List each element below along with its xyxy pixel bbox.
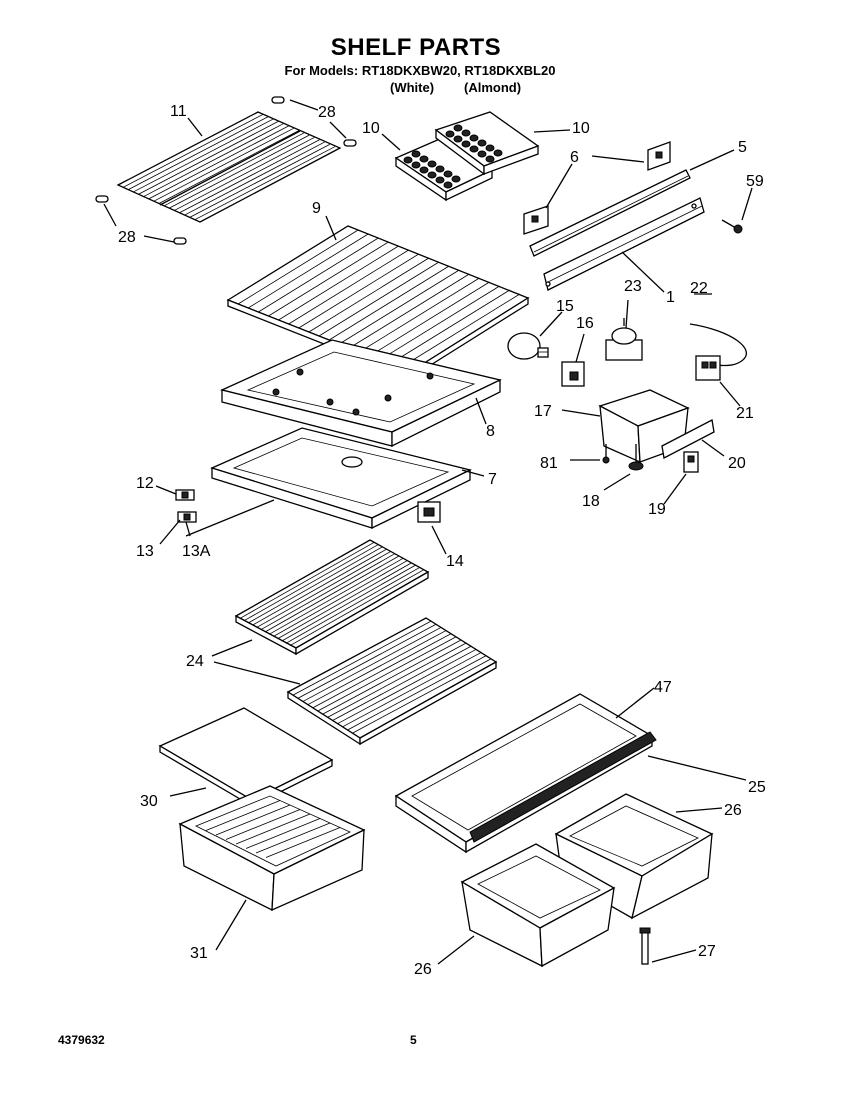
part-19-switch	[683, 451, 699, 473]
part-28-shelf-caps	[95, 96, 357, 245]
models-line: For Models: RT18DKXBW20, RT18DKXBL20	[284, 63, 556, 78]
callout-11: 11	[170, 103, 187, 120]
part-59-screw	[721, 219, 743, 234]
part-17-control-housing	[598, 389, 690, 464]
part-27-screw	[639, 927, 651, 965]
callout-25: 25	[748, 779, 766, 796]
callout-19: 19	[648, 501, 666, 518]
callout-31: 31	[190, 945, 208, 962]
part-23-control	[605, 318, 643, 361]
color-white-label: (White)	[390, 80, 435, 95]
callout-30: 30	[140, 793, 158, 810]
callout-22: 22	[690, 280, 708, 297]
callout-12: 12	[136, 475, 154, 492]
part-8-shelf-frame	[220, 339, 502, 448]
color-almond-label: (Almond)	[464, 80, 522, 95]
callout-27: 27	[698, 943, 716, 960]
part-11-wire-shelf	[116, 111, 342, 223]
part-7-crisper-frame	[210, 427, 472, 530]
page-title: SHELF PARTS	[330, 34, 502, 61]
callout-8: 8	[486, 423, 495, 440]
part-5-1-light-channels	[529, 169, 705, 291]
leader-lines	[103, 99, 753, 965]
callout-23: 23	[624, 278, 642, 295]
callout-59: 59	[746, 173, 764, 190]
part-12-13-clips	[175, 489, 197, 523]
callout-16: 16	[576, 315, 594, 332]
callout-6: 6	[570, 149, 579, 166]
callout-10-right: 10	[572, 120, 590, 137]
callout-26-left: 26	[414, 961, 432, 978]
page-number: 5	[410, 1033, 417, 1047]
callout-47: 47	[654, 679, 672, 696]
part-15-light-bulb	[507, 332, 549, 360]
document-number: 4379632	[58, 1033, 105, 1047]
callout-5: 5	[738, 139, 747, 156]
part-47-25-crisper-cover	[394, 693, 657, 854]
part-31-crisper-drawer	[178, 785, 366, 912]
part-18-knob	[628, 444, 644, 471]
callout-9: 9	[312, 200, 321, 217]
part-24-wire-shelves	[234, 539, 498, 746]
callout-1: 1	[666, 289, 675, 306]
callout-labels: 11 28 28 10 10 6 5 59 9 1 22 15 23 16 8 …	[118, 103, 766, 978]
callout-7: 7	[488, 471, 497, 488]
callout-17: 17	[534, 403, 552, 420]
callout-28-bottom: 28	[118, 229, 136, 246]
part-20-label	[661, 419, 715, 459]
part-16-light-socket	[561, 361, 585, 387]
part-26-drawers	[460, 793, 714, 968]
callout-81: 81	[540, 455, 558, 472]
callout-28-top: 28	[318, 104, 336, 121]
part-10-egg-trays	[394, 111, 540, 202]
callout-24: 24	[186, 653, 204, 670]
callout-13A: 13A	[182, 543, 211, 560]
callout-20: 20	[728, 455, 746, 472]
callout-13: 13	[136, 543, 154, 560]
callout-26-right: 26	[724, 802, 742, 819]
callout-15: 15	[556, 298, 574, 315]
part-30-crisper-cover	[158, 707, 334, 808]
callout-18: 18	[582, 493, 600, 510]
callout-21: 21	[736, 405, 754, 422]
part-21-connector	[695, 355, 721, 381]
part-81-screw	[602, 444, 610, 464]
callout-10-left: 10	[362, 120, 380, 137]
callout-14: 14	[446, 553, 464, 570]
part-14-rocker-switch	[417, 501, 441, 523]
part-6-brackets	[523, 141, 671, 235]
